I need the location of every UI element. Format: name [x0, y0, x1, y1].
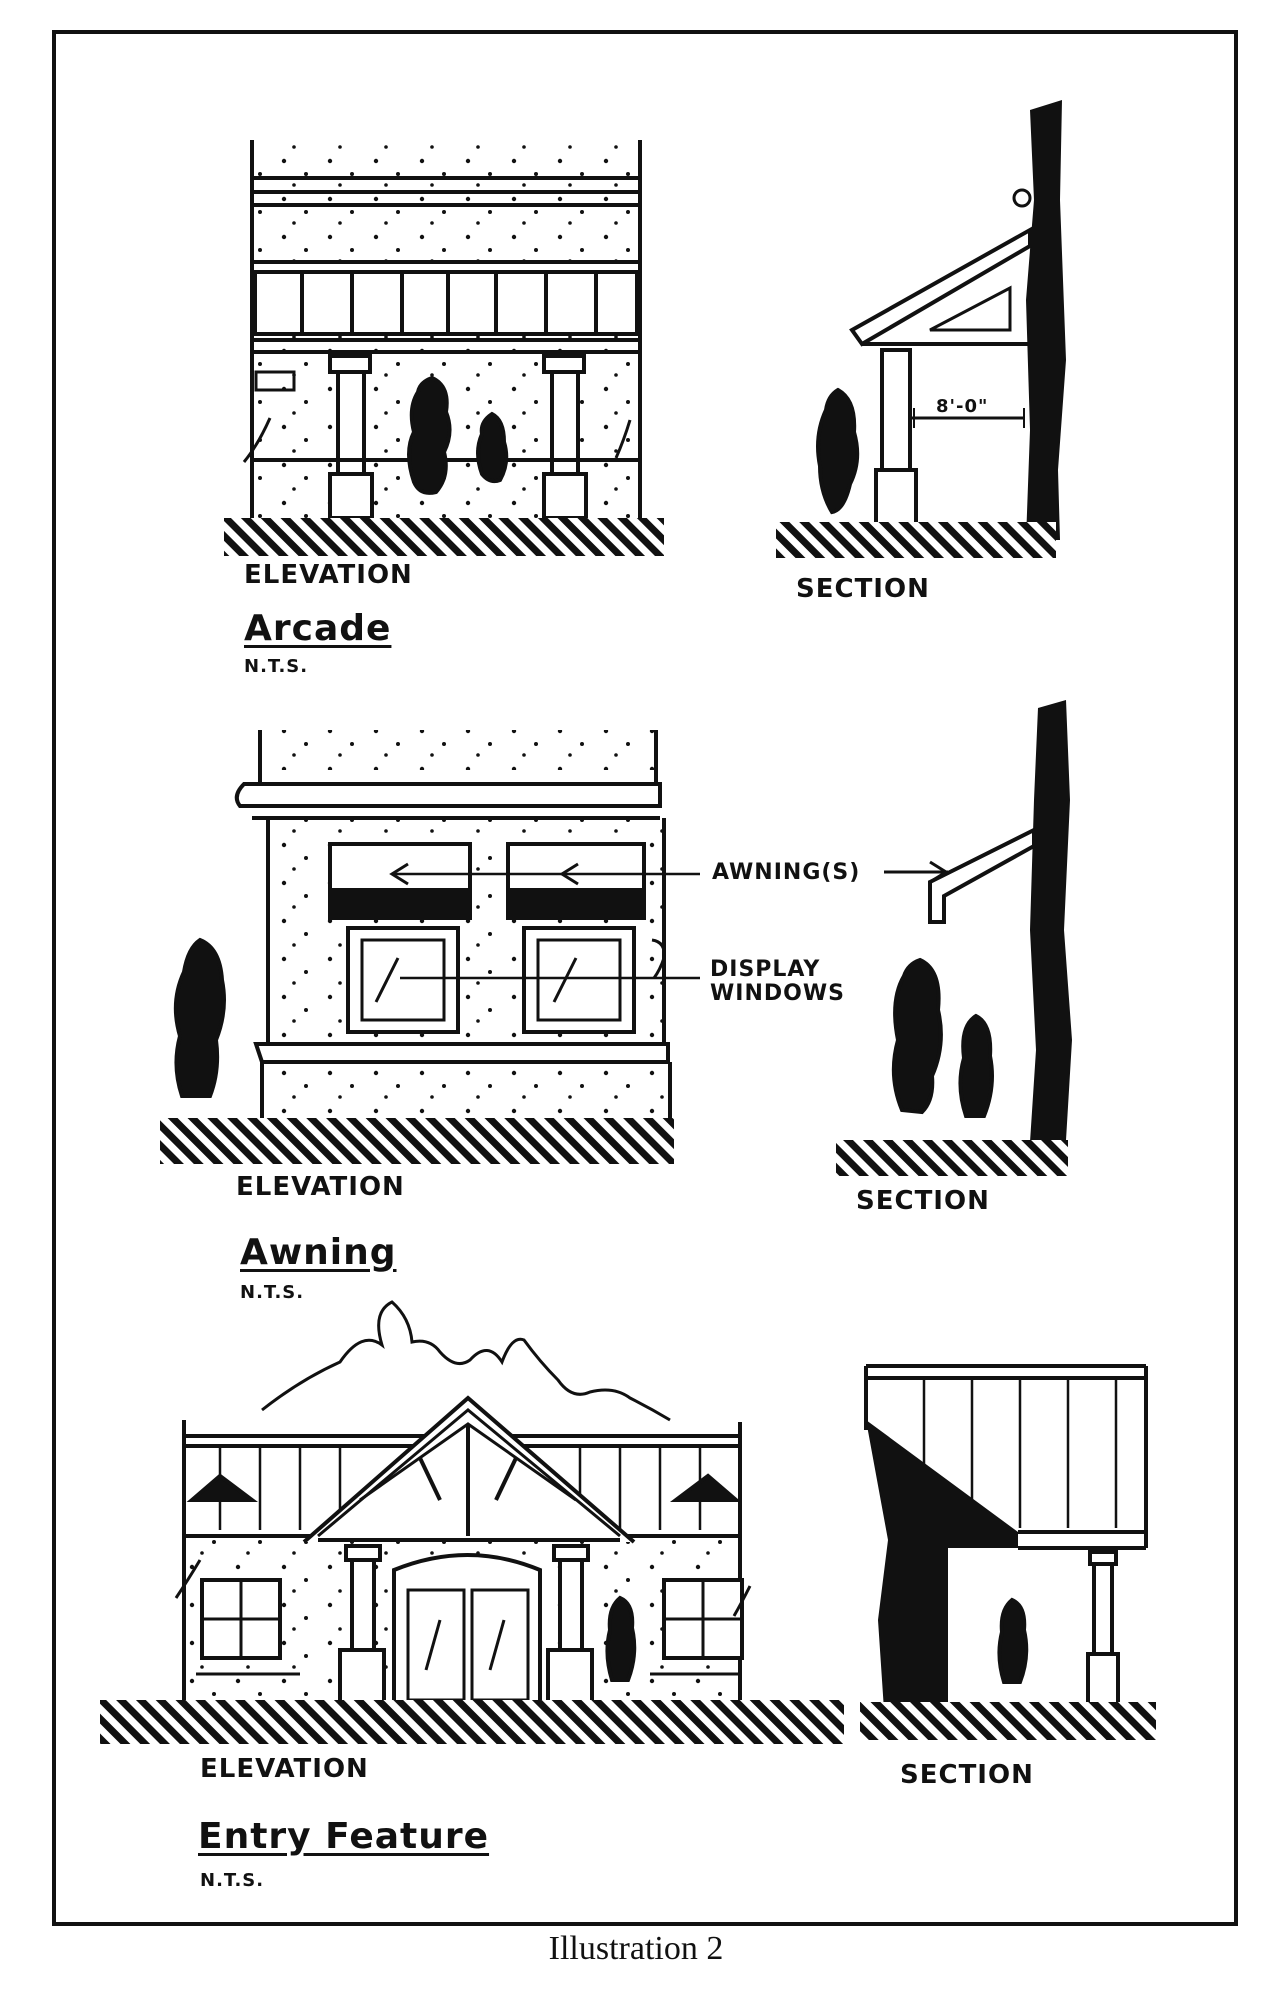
arcade-section — [776, 100, 1066, 558]
entry-section-label: SECTION — [900, 1760, 1034, 1790]
entry-section — [860, 1364, 1156, 1740]
awning-elevation — [160, 730, 700, 1164]
arcade-elevation — [224, 140, 664, 556]
awning-scale-note: N.T.S. — [240, 1282, 305, 1303]
entry-elevation-label: ELEVATION — [200, 1754, 369, 1784]
arcade-dimension: 8'-0" — [936, 396, 989, 417]
arcade-section-label: SECTION — [796, 574, 930, 604]
awning-section — [836, 700, 1072, 1176]
figure-caption: Illustration 2 — [548, 1930, 724, 1967]
awning-elevation-label: ELEVATION — [236, 1172, 405, 1202]
awning-title: Awning — [240, 1232, 397, 1273]
arcade-title: Arcade — [244, 608, 392, 649]
entry-scale-note: N.T.S. — [200, 1870, 265, 1891]
arcade-scale-note: N.T.S. — [244, 656, 309, 677]
entry-title: Entry Feature — [198, 1816, 490, 1857]
awning-callout: AWNING(S) — [712, 860, 861, 885]
display-windows-callout: DISPLAY WINDOWS — [710, 957, 845, 1006]
arcade-elevation-label: ELEVATION — [244, 560, 413, 590]
awning-section-label: SECTION — [856, 1186, 990, 1216]
entry-elevation — [100, 1300, 844, 1744]
